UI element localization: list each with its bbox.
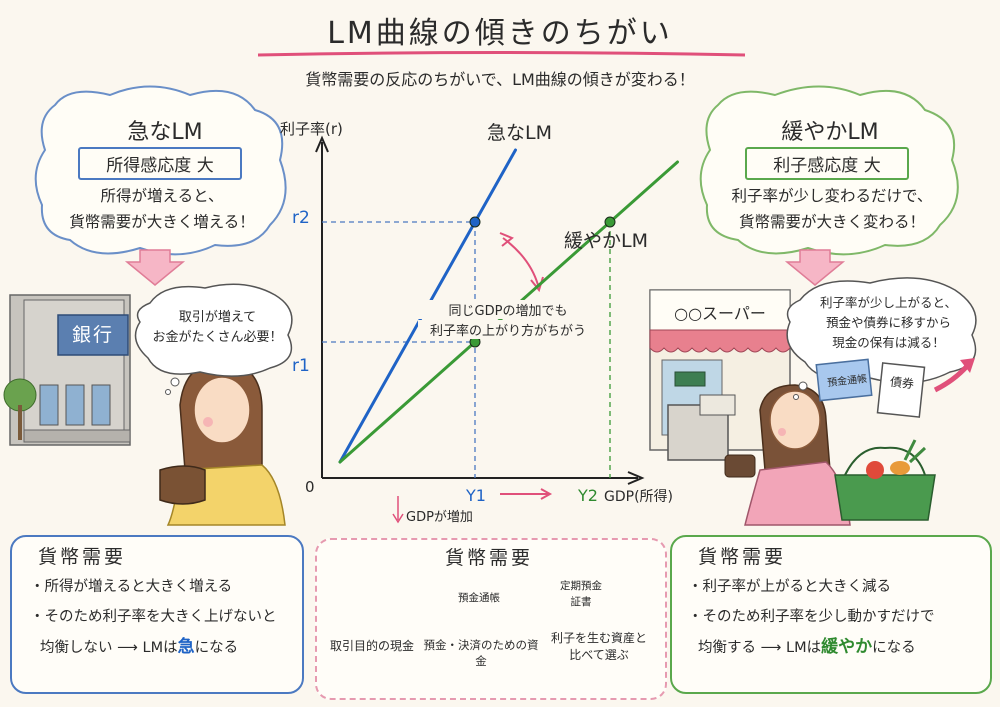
- certificate-label-line1: 定期預金: [560, 580, 602, 592]
- origin-label: 0: [305, 478, 315, 496]
- left-box-line2: ・そのため利子率を大きく上げないと: [30, 609, 277, 625]
- right-box-line3: 均衡する ⟶ LMは緩やかになる: [698, 633, 916, 662]
- middle-item1-label: 取引目的の現金: [329, 639, 414, 653]
- point-steep-y1: [469, 216, 481, 228]
- right-tag: 利子感応度 大: [745, 147, 909, 180]
- right-cloud-line1: 利子率が少し変わるだけで、: [731, 187, 933, 205]
- right-box-title: 貨幣需要: [698, 546, 787, 568]
- right-bankbook: [815, 358, 873, 402]
- right-box-line3-post: になる: [872, 640, 916, 656]
- left-money-demand-box: [10, 535, 304, 694]
- supermarket-building: [649, 289, 791, 461]
- y-tick-r2: r2: [292, 208, 310, 228]
- middle-item3-line1: 利子を生む資産と: [550, 631, 647, 645]
- bank-bubble: [134, 283, 293, 377]
- middle-bankbook-label: 預金通帳: [458, 592, 500, 604]
- middle-money-demand-box: [315, 538, 667, 700]
- right-bond: [876, 362, 926, 418]
- left-box-title: 貨幣需要: [38, 546, 127, 568]
- bank-sign: 銀行: [71, 324, 114, 346]
- x-axis-label: GDP(所得): [604, 489, 673, 505]
- market-bubble-line1: 利子率が少し上がると、: [819, 295, 957, 310]
- left-cloud-line2: 貨幣需要が大きく増える！: [69, 213, 255, 231]
- title-underline: [257, 51, 746, 57]
- page-title: LM曲線の傾きのちがい: [327, 16, 673, 51]
- left-cloud-line1: 所得が増えると、: [100, 187, 224, 205]
- x-tick-y2: Y2: [578, 486, 598, 505]
- middle-item3-line2: 比べて選ぶ: [569, 648, 629, 662]
- bank-bubble-line2: お金がたくさん必要！: [152, 330, 283, 345]
- page-subtitle: 貨幣需要の反応のちがいで、LM曲線の傾きが変わる！: [305, 70, 695, 89]
- gentle-lm-line: [338, 160, 679, 464]
- right-box-gentle-word: 緩やか: [821, 637, 873, 657]
- left-cloud-title: 急なLM: [127, 120, 203, 145]
- left-box-steep-word: 急: [177, 637, 195, 657]
- x-tick-y1: Y1: [466, 486, 486, 505]
- right-down-arrow: [784, 249, 846, 286]
- market-sign: ○○スーパー: [674, 304, 766, 323]
- market-bubble-line3: 現金の保有は減る！: [832, 335, 945, 350]
- y-axis-label: 利子率(r): [280, 120, 343, 138]
- center-note-line1: 同じGDPの増加でも: [418, 300, 598, 319]
- left-box-line1: ・所得が増えると大きく増える: [30, 579, 233, 595]
- center-note-line2: 利子率の上がり方がちがう: [418, 320, 598, 339]
- left-down-arrow: [124, 249, 186, 286]
- right-box-line3-pre: 均衡する ⟶ LMは: [698, 640, 822, 656]
- right-box-line2: ・そのため利子率を少し動かすだけで: [688, 609, 935, 625]
- left-box-line3-pre: 均衡しない ⟶ LMは: [40, 640, 178, 656]
- point-gentle-y2: [604, 216, 616, 228]
- gdp-increase-label: GDPが増加: [406, 510, 473, 525]
- steep-lm-label: 急なLM: [487, 122, 552, 144]
- gentle-lm-label: 緩やかLM: [564, 230, 648, 252]
- middle-item2-label: 預金・決済のための資金: [423, 638, 539, 668]
- right-cloud-line2: 貨幣需要が大きく変わる！: [738, 213, 925, 231]
- right-box-line1: ・利子率が上がると大きく減る: [688, 579, 891, 595]
- left-tag: 所得感応度 大: [78, 147, 242, 180]
- certificate-label-line2: 証書: [570, 596, 592, 608]
- left-box-line3: 均衡しない ⟶ LMは急になる: [40, 633, 238, 662]
- left-box-line3-post: になる: [194, 640, 239, 656]
- market-bubble: [786, 277, 977, 384]
- y-tick-r1: r1: [292, 356, 310, 376]
- market-woman: [724, 384, 851, 526]
- bank-woman: [159, 361, 286, 526]
- right-money-demand-box: [670, 535, 992, 694]
- right-cloud-title: 緩やかLM: [781, 120, 879, 145]
- market-bubble-line2: 預金や債券に移すから: [825, 315, 951, 330]
- middle-box-title: 貨幣需要: [444, 547, 533, 569]
- vegetable-basket: [834, 439, 936, 521]
- bank-building: [3, 294, 131, 446]
- bank-bubble-line1: 取引が増えて: [178, 310, 257, 325]
